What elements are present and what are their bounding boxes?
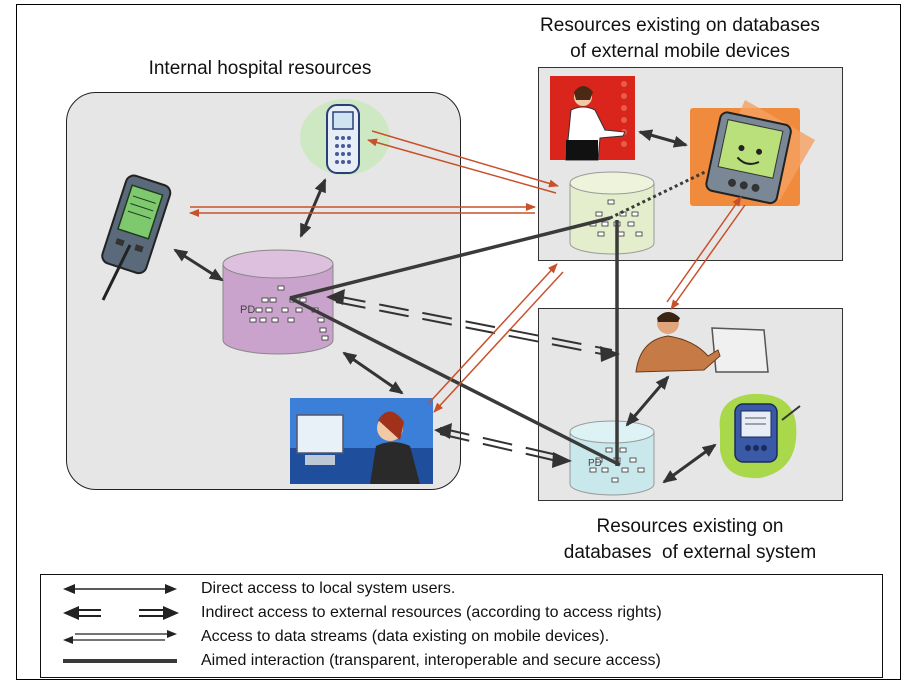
legend-text-direct: Direct access to local system users. bbox=[201, 580, 456, 597]
indirect-arrowhead bbox=[600, 346, 620, 362]
handheld-device-icon bbox=[719, 393, 801, 479]
legend-text-streams: Access to data streams (data existing on… bbox=[201, 628, 610, 645]
mobile-phone-icon bbox=[300, 99, 390, 175]
legend-row-streams: Access to data streams (data existing on… bbox=[41, 627, 882, 647]
external-database-cylinder: PD bbox=[569, 420, 655, 496]
direct-access-arrows bbox=[173, 129, 717, 484]
legend-box: Direct access to local system users. Ind… bbox=[40, 574, 883, 678]
indirect-arrowhead bbox=[326, 289, 345, 305]
legend-row-indirect: Indirect access to external resources (a… bbox=[41, 603, 882, 623]
smiling-pda-icon bbox=[690, 100, 815, 206]
legend-text-aimed: Aimed interaction (transparent, interope… bbox=[201, 652, 661, 669]
internal-resources-title: Internal hospital resources bbox=[148, 58, 372, 79]
presenter-woman-icon bbox=[550, 76, 635, 161]
thick-line-icon bbox=[63, 659, 177, 663]
internal-database-cylinder: PD bbox=[222, 249, 334, 355]
indirect-arrowhead bbox=[552, 452, 572, 468]
data-stream-arrows bbox=[189, 130, 746, 413]
dashed-double-arrow-icon bbox=[63, 606, 179, 620]
mobile-database-cylinder bbox=[569, 171, 655, 255]
man-at-computer-icon bbox=[635, 312, 769, 373]
thin-double-arrow-icon bbox=[63, 584, 177, 594]
indirect-arrowhead bbox=[434, 423, 452, 439]
mobile-resources-title: Resources existing on databases of exter… bbox=[540, 15, 820, 62]
woman-at-computer-icon bbox=[290, 398, 433, 484]
internal-db-label: PD bbox=[240, 304, 255, 316]
external-resources-title: Resources existing on databases of exter… bbox=[563, 516, 817, 563]
aimed-interaction-lines bbox=[289, 216, 621, 467]
pda-stylus-icon bbox=[101, 174, 172, 301]
external-db-label: PD bbox=[588, 458, 602, 469]
diagram-canvas: PD bbox=[101, 76, 815, 496]
parallel-arrows-icon bbox=[63, 630, 177, 644]
legend-row-direct: Direct access to local system users. bbox=[41, 579, 882, 599]
legend-row-aimed: Aimed interaction (transparent, interope… bbox=[41, 651, 882, 671]
indirect-access-arrows bbox=[335, 295, 613, 464]
legend-text-indirect: Indirect access to external resources (a… bbox=[201, 604, 662, 621]
